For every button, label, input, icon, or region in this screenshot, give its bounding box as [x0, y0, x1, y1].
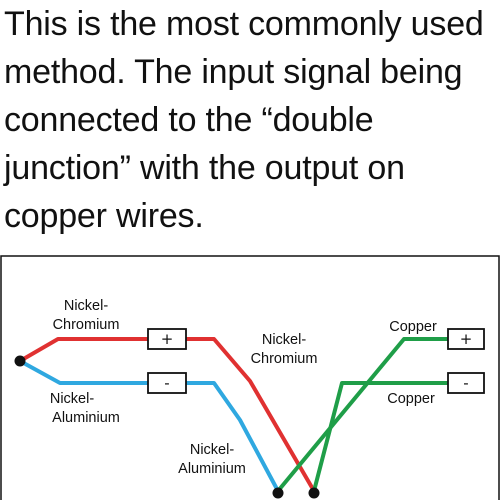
double-junction-dot-right — [308, 487, 320, 499]
terminal-plus-left-sign: + — [161, 330, 174, 348]
terminal-plus-right-sign: + — [460, 330, 473, 348]
terminal-plus-left: + — [147, 328, 187, 350]
diagram-svg: + - + - Nickel- Chromium Nickel- Alumini… — [0, 255, 500, 500]
label-nickel-chromium-left-2: Chromium — [53, 317, 120, 333]
label-nickel-aluminium-left-1: Nickel- — [50, 391, 94, 407]
label-nickel-chromium-middle-1: Nickel- — [262, 332, 306, 348]
terminal-minus-left: - — [147, 372, 187, 394]
copper-wire-bottom — [312, 381, 450, 493]
intro-paragraph: This is the most commonly used method. T… — [4, 5, 484, 235]
label-copper-bottom: Copper — [387, 391, 435, 407]
label-nickel-chromium-left-1: Nickel- — [64, 298, 108, 314]
label-copper-top: Copper — [389, 319, 437, 335]
diagram-border — [0, 255, 500, 500]
double-junction-dot-left — [272, 487, 284, 499]
copper-wire-top — [276, 337, 450, 493]
label-nickel-aluminium-middle-2: Aluminium — [178, 461, 246, 477]
terminal-minus-left-sign: - — [164, 374, 169, 392]
terminal-minus-right: - — [447, 372, 485, 394]
label-nickel-chromium-middle-2: Chromium — [251, 351, 318, 367]
label-nickel-aluminium-middle-1: Nickel- — [190, 442, 234, 458]
label-nickel-aluminium-left-2: Aluminium — [52, 410, 120, 426]
terminal-plus-right: + — [447, 328, 485, 350]
terminal-minus-right-sign: - — [463, 374, 468, 392]
thermocouple-diagram: + - + - Nickel- Chromium Nickel- Alumini… — [0, 255, 500, 500]
input-junction-dot — [14, 355, 26, 367]
